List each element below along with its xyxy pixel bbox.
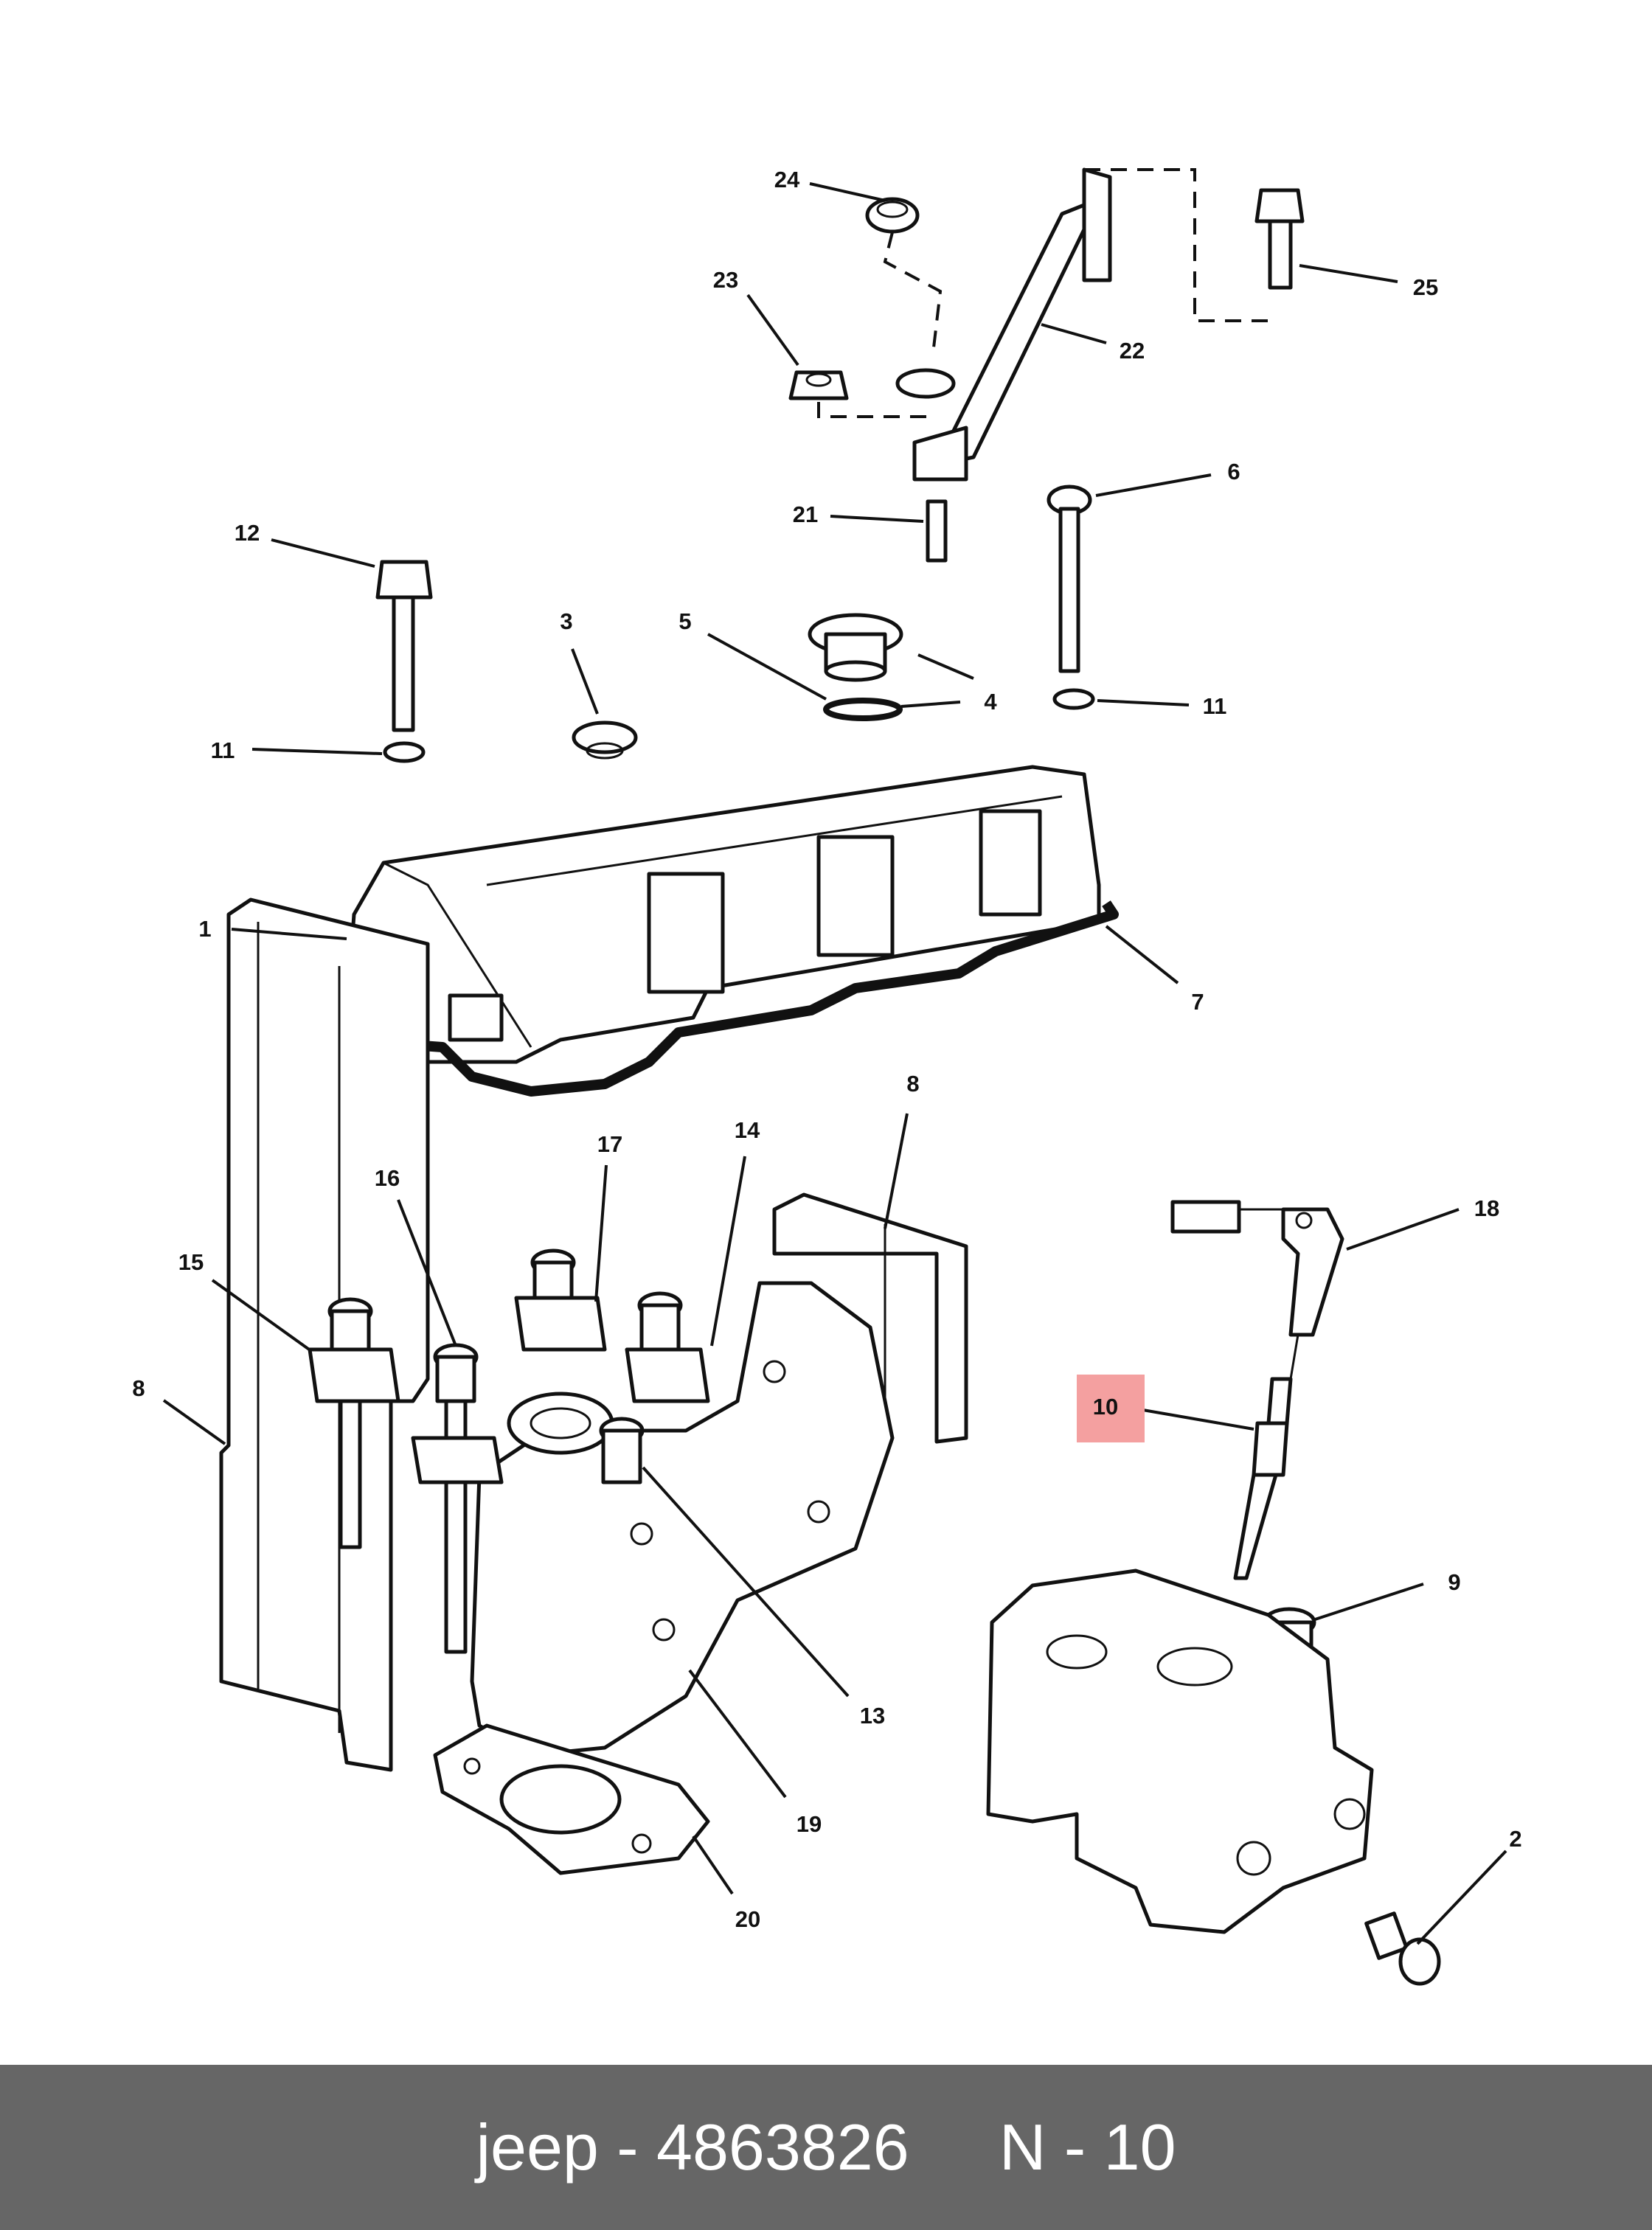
part-23-nut: [788, 370, 849, 400]
part-8-right-cover: [772, 1192, 968, 1444]
callout-12[interactable]: 12: [235, 520, 260, 546]
part-15-bolt: [308, 1297, 400, 1549]
callout-11-right[interactable]: 11: [1203, 693, 1227, 719]
footer-separator: -: [598, 2111, 657, 2184]
part-11-washer-right: [1052, 688, 1095, 710]
callout-23[interactable]: 23: [713, 267, 738, 293]
part-8-left-cover: [219, 897, 430, 1772]
footer-bar: jeep - 4863826 N - 10: [0, 2065, 1652, 2230]
part-right-head-section: [986, 1569, 1374, 1934]
part-4-seal: [823, 698, 903, 721]
callout-labels: 24 23 22 25 21 6 12 3 5 4 11 11 1 7 8 17…: [132, 167, 1521, 1932]
callout-21[interactable]: 21: [793, 501, 818, 527]
callout-6[interactable]: 6: [1227, 459, 1240, 484]
callout-8-top[interactable]: 8: [906, 1071, 919, 1097]
leader-lines: [162, 182, 1507, 1945]
callout-10[interactable]: 10: [1093, 1394, 1118, 1420]
highlight-box-10: [1077, 1375, 1145, 1442]
callout-2[interactable]: 2: [1509, 1826, 1521, 1852]
part-13-bolt: [599, 1417, 645, 1484]
part-20-head-gasket: [433, 1723, 710, 1875]
footer-brand: jeep: [476, 2111, 599, 2184]
callout-14[interactable]: 14: [735, 1117, 760, 1143]
part-drawings: [219, 167, 1441, 1986]
callout-18[interactable]: 18: [1474, 1195, 1499, 1221]
part-14-bolt: [625, 1291, 710, 1403]
callout-11-left[interactable]: 11: [211, 737, 235, 763]
part-18-harness: [1170, 1200, 1344, 1380]
link-24-22: [883, 232, 943, 355]
link-22-25: [1084, 168, 1276, 322]
footer-part-number: 4863826: [656, 2111, 909, 2184]
part-12-bolt: [375, 560, 433, 732]
part-24-nut: [865, 197, 920, 234]
part-21-stud: [926, 499, 948, 563]
footer-ref: N - 10: [999, 2111, 1176, 2184]
footer-gap: [909, 2110, 999, 2185]
part-6-bolt: [1047, 484, 1092, 673]
part-5-cap: [808, 613, 903, 682]
callout-24[interactable]: 24: [774, 167, 800, 192]
callout-3[interactable]: 3: [560, 608, 572, 634]
callout-19[interactable]: 19: [796, 1811, 822, 1837]
callout-22[interactable]: 22: [1120, 338, 1145, 364]
callout-25[interactable]: 25: [1413, 274, 1438, 300]
part-11-washer-left: [383, 741, 426, 763]
callout-16[interactable]: 16: [375, 1165, 400, 1191]
callout-20[interactable]: 20: [735, 1906, 760, 1932]
part-2-plug: [1364, 1911, 1441, 1986]
callout-15[interactable]: 15: [178, 1249, 204, 1275]
part-22-bracket: [895, 167, 1112, 482]
callout-13[interactable]: 13: [860, 1703, 885, 1729]
part-10-glow-plug: [1233, 1377, 1293, 1580]
part-3-grommet: [572, 720, 638, 760]
callout-4[interactable]: 4: [984, 689, 997, 715]
callout-1[interactable]: 1: [198, 916, 211, 942]
link-23-22: [817, 402, 929, 418]
callout-9[interactable]: 9: [1448, 1569, 1460, 1595]
callout-7[interactable]: 7: [1191, 989, 1204, 1015]
parts-diagram: 24 23 22 25 21 6 12 3 5 4 11 11 1 7 8 17…: [132, 167, 1522, 1986]
part-7-gasket: [339, 900, 1119, 1097]
callout-5[interactable]: 5: [678, 608, 691, 634]
part-1-valve-cover: [344, 765, 1101, 1064]
callout-8-left[interactable]: 8: [132, 1375, 145, 1401]
part-25-bolt: [1254, 188, 1305, 290]
part-17-bolt: [514, 1248, 607, 1352]
callout-17[interactable]: 17: [597, 1131, 622, 1157]
